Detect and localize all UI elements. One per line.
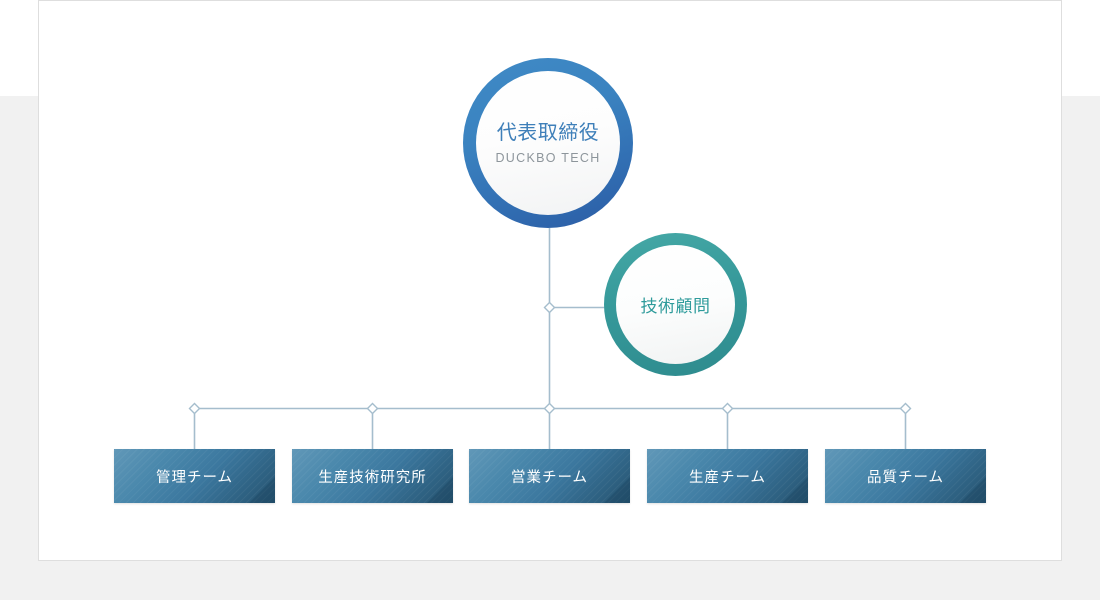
team-label: 管理チーム bbox=[155, 469, 234, 486]
node-technical-advisor[interactable]: 技術顧問 bbox=[604, 233, 747, 376]
node-ceo-inner: 代表取締役 DUCKBO TECH bbox=[476, 71, 620, 215]
connector-node-2 bbox=[366, 402, 379, 415]
team-label: 品質チーム bbox=[866, 469, 945, 486]
node-technical-advisor-inner: 技術顧問 bbox=[616, 245, 735, 364]
team-box-management[interactable]: 管理チーム bbox=[114, 449, 275, 503]
node-ceo-subtitle: DUCKBO TECH bbox=[495, 151, 601, 165]
org-chart-canvas: 代表取締役 DUCKBO TECH 技術顧問 管理チーム 生産技術研究所 営業チ… bbox=[39, 1, 1061, 560]
team-box-quality[interactable]: 品質チーム bbox=[825, 449, 986, 503]
team-box-production-tech-lab[interactable]: 生産技術研究所 bbox=[292, 449, 453, 503]
team-label: 生産チーム bbox=[688, 469, 767, 486]
connector-node-3 bbox=[543, 402, 556, 415]
connector-node-advisor bbox=[543, 301, 556, 314]
team-box-sales[interactable]: 営業チーム bbox=[469, 449, 630, 503]
connector-node-1 bbox=[188, 402, 201, 415]
team-box-production[interactable]: 生産チーム bbox=[647, 449, 808, 503]
org-chart-card: 代表取締役 DUCKBO TECH 技術顧問 管理チーム 生産技術研究所 営業チ… bbox=[38, 0, 1062, 561]
node-ceo[interactable]: 代表取締役 DUCKBO TECH bbox=[463, 58, 633, 228]
connector-node-4 bbox=[721, 402, 734, 415]
connector-node-5 bbox=[899, 402, 912, 415]
node-ceo-title: 代表取締役 bbox=[496, 122, 600, 144]
node-technical-advisor-title: 技術顧問 bbox=[640, 297, 711, 316]
team-label: 生産技術研究所 bbox=[318, 469, 427, 486]
team-label: 営業チーム bbox=[510, 469, 589, 486]
